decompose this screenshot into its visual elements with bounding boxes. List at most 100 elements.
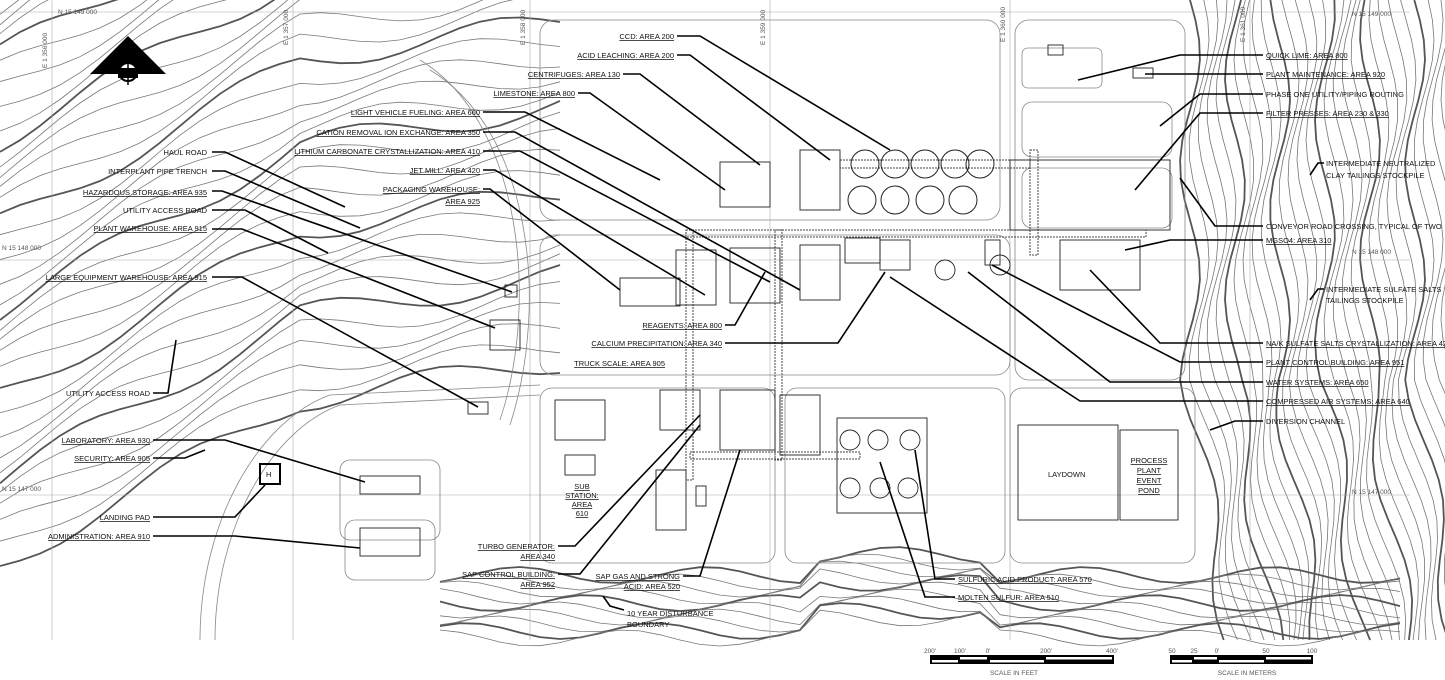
coord-east: E 1 357 000	[283, 10, 290, 45]
callout-label: CLAY TAILINGS STOCKPILE	[1326, 171, 1425, 180]
leader-line	[153, 339, 177, 394]
contour-line	[0, 80, 561, 285]
leader-line	[623, 73, 761, 166]
callout: CONVEYOR ROAD CROSSING, TYPICAL OF TWO	[1179, 177, 1442, 231]
storage-tank	[899, 429, 921, 451]
leader-line	[1209, 420, 1263, 431]
leader-line	[725, 271, 886, 344]
contour-line	[0, 0, 148, 61]
svg-text:400': 400'	[1106, 648, 1118, 655]
callout-label: AREA 925	[445, 197, 480, 206]
storage-tank	[897, 477, 919, 499]
contour-line	[1233, 0, 1291, 641]
callout-label: LANDING PAD	[100, 513, 151, 522]
coord-north: N 15 148 000	[1352, 249, 1391, 256]
callout-label: WATER SYSTEMS: AREA 650	[1266, 378, 1369, 387]
thickener-tank	[880, 185, 910, 215]
leader-line	[483, 169, 706, 296]
contour-line	[0, 190, 561, 389]
contour-line	[1296, 0, 1343, 641]
contour-line	[0, 0, 276, 153]
contour-line	[0, 0, 289, 168]
callout: PLANT MAINTENANCE: AREA 920	[1145, 70, 1385, 79]
callout: SULFURIC ACID PRODUCT: AREA 570	[914, 449, 1092, 584]
callout: PLANT WAREHOUSE: AREA 915	[94, 224, 496, 329]
callout-label: LITHIUM CARBONATE CRYSTALLIZATION: AREA …	[294, 147, 480, 156]
contour-line	[1404, 0, 1445, 634]
contour-line	[1386, 0, 1432, 641]
leader-line	[879, 461, 955, 598]
callout-label: INTERMEDIATE SULFATE SALTS	[1326, 285, 1441, 294]
svg-text:50: 50	[1168, 648, 1176, 655]
coord-north: N 15 147 000	[2, 486, 41, 493]
callout: MGSO4: AREA 310	[1124, 236, 1331, 251]
leader-line	[212, 170, 361, 229]
leader-line	[677, 35, 891, 151]
callout: LIMESTONE: AREA 800	[493, 89, 726, 191]
contour-line	[0, 244, 561, 459]
leader-line	[1077, 54, 1263, 81]
callout-label: CONVEYOR ROAD CROSSING, TYPICAL OF TWO	[1266, 222, 1442, 231]
contour-line	[1323, 0, 1383, 641]
contour-line	[1206, 0, 1265, 641]
svg-text:100': 100'	[954, 648, 966, 655]
contour-line	[0, 253, 561, 474]
callout: AREA 340	[520, 552, 555, 561]
callout-label: SECURITY: AREA 905	[74, 454, 150, 463]
landing-pad	[259, 463, 281, 485]
svg-text:POND: POND	[1138, 486, 1160, 495]
callout: UTILITY ACCESS ROAD	[123, 206, 329, 254]
topographic-contours	[0, 0, 1445, 647]
coord-east: E 1 359 000	[760, 10, 767, 45]
callout: COMPRESSED AIR SYSTEMS: AREA 640	[889, 276, 1410, 406]
callout-label: LABORATORY: AREA 930	[62, 436, 150, 445]
callout-label: LARGE EQUIPMENT WAREHOUSE: AREA 915	[46, 273, 207, 282]
callout-label: REAGENTS: AREA 800	[642, 321, 722, 330]
callout-label: CENTRIFUGES: AREA 130	[528, 70, 620, 79]
callout: ACID LEACHING: AREA 200	[577, 51, 831, 161]
contour-line	[1215, 0, 1276, 641]
thickener-tank	[880, 149, 910, 179]
coord-north: N 15 149 000	[1352, 11, 1391, 18]
contour-line	[0, 234, 561, 438]
leader-line	[991, 264, 1263, 363]
callout: INTERMEDIATE NEUTRALIZED	[1309, 159, 1436, 176]
leader-line	[483, 150, 771, 283]
callout-label: JET MILL: AREA 420	[410, 166, 480, 175]
leader-line	[1159, 93, 1263, 127]
callout: CATION REMOVAL ION EXCHANGE: AREA 350	[316, 128, 801, 291]
svg-text:25: 25	[1190, 648, 1198, 655]
callout-label: MOLTEN SULFUR: AREA 510	[958, 593, 1059, 602]
callout: 10 YEAR DISTURBANCE	[602, 595, 714, 618]
ccd-thickeners	[839, 149, 1011, 499]
contour-line	[0, 301, 561, 504]
contour-line	[0, 323, 561, 520]
callout: WATER SYSTEMS: AREA 650	[967, 271, 1369, 387]
callout: PHASE ONE UTILITY/PIPING ROUTING	[1159, 90, 1404, 127]
contour-line	[0, 170, 561, 367]
leader-line	[683, 449, 741, 577]
coord-east: E 1 356 000	[42, 33, 49, 68]
callout-label: QUICK LIME: AREA 800	[1266, 51, 1348, 60]
callout: REAGENTS: AREA 800	[642, 271, 766, 330]
contour-line	[1224, 0, 1285, 641]
contour-line	[0, 281, 561, 493]
callout: SAP GAS AND STRONG	[596, 449, 741, 581]
contour-line	[1242, 0, 1297, 641]
callout: ADMINISTRATION: AREA 910	[48, 532, 361, 549]
leader-line	[212, 151, 346, 208]
callout: CENTRIFUGES: AREA 130	[528, 70, 761, 166]
callout-label: TURBO GENERATOR:	[478, 542, 555, 551]
callout-label: CCD: AREA 200	[619, 32, 674, 41]
storage-tank	[867, 429, 889, 451]
contour-line	[0, 264, 561, 484]
svg-text:STATION:: STATION:	[565, 491, 598, 500]
contour-line	[1198, 0, 1252, 641]
callout: LARGE EQUIPMENT WAREHOUSE: AREA 915	[46, 273, 479, 408]
leader-line	[212, 228, 496, 329]
contour-line	[0, 0, 160, 82]
callout-label: ACID: AREA 520	[624, 582, 680, 591]
contour-line	[0, 0, 514, 198]
leader-line	[677, 54, 831, 161]
